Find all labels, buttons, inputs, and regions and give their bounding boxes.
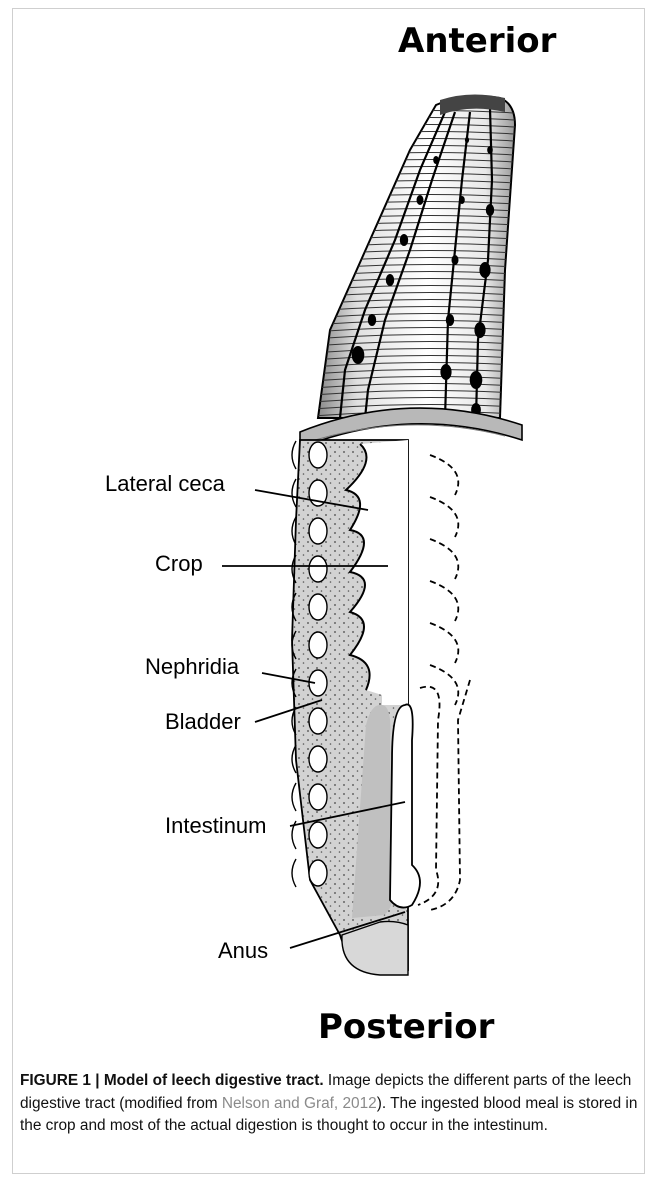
leech-illustration	[0, 0, 657, 1040]
label-lateral-ceca: Lateral ceca	[105, 473, 225, 495]
label-bladder: Bladder	[165, 711, 241, 733]
intestinum	[352, 680, 470, 918]
figure-caption: FIGURE 1 | Model of leech digestive trac…	[20, 1070, 640, 1138]
label-anus: Anus	[218, 940, 268, 962]
anterior-body	[300, 94, 530, 418]
label-intestinum: Intestinum	[165, 815, 267, 837]
caption-reference-link[interactable]: Nelson and Graf, 2012	[222, 1095, 377, 1112]
anterior-heading: Anterior	[398, 24, 556, 58]
posterior-heading: Posterior	[318, 1010, 494, 1044]
leech-figure: Anterior Posterior Lateral ceca Crop Nep…	[0, 0, 657, 1040]
caption-title: FIGURE 1 | Model of leech digestive trac…	[20, 1072, 324, 1089]
label-nephridia: Nephridia	[145, 656, 239, 678]
label-crop: Crop	[155, 553, 203, 575]
